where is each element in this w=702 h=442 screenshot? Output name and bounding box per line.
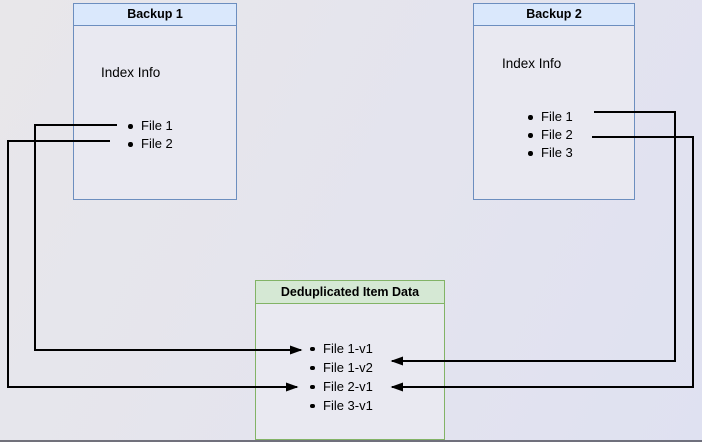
bullet-icon xyxy=(310,384,315,389)
bullet-icon xyxy=(528,133,533,138)
list-item-label: File 1-v1 xyxy=(323,341,373,356)
list-item: File 2 xyxy=(474,126,634,144)
bullet-icon xyxy=(528,151,533,156)
list-item-label: File 2 xyxy=(141,136,173,151)
node-dedup-title: Deduplicated Item Data xyxy=(256,281,444,304)
list-item: File 3 xyxy=(474,144,634,162)
node-deduplicated-item-data: Deduplicated Item Data File 1-v1 File 1-… xyxy=(255,280,445,440)
bullet-icon xyxy=(310,365,315,370)
node-backup-2-title: Backup 2 xyxy=(474,4,634,26)
node-backup-2-subtitle: Index Info xyxy=(502,56,562,71)
list-item: File 2 xyxy=(74,135,236,153)
backup-1-file-list: File 1 File 2 xyxy=(74,117,236,153)
bullet-icon xyxy=(310,403,315,408)
node-backup-1-subtitle: Index Info xyxy=(101,65,161,80)
bullet-icon xyxy=(128,124,133,129)
list-item: File 1-v2 xyxy=(256,358,444,377)
bullet-icon xyxy=(310,346,315,351)
list-item: File 1 xyxy=(74,117,236,135)
list-item-label: File 1 xyxy=(141,118,173,133)
node-backup-1-title: Backup 1 xyxy=(74,4,236,26)
list-item: File 1 xyxy=(474,108,634,126)
node-backup-2: Backup 2 Index Info File 1 File 2 File 3 xyxy=(473,3,635,200)
list-item: File 1-v1 xyxy=(256,339,444,358)
list-item: File 2-v1 xyxy=(256,377,444,396)
list-item-label: File 3-v1 xyxy=(323,398,373,413)
list-item-label: File 3 xyxy=(541,145,573,160)
bullet-icon xyxy=(128,142,133,147)
bullet-icon xyxy=(528,115,533,120)
list-item: File 3-v1 xyxy=(256,396,444,415)
list-item-label: File 1-v2 xyxy=(323,360,373,375)
dedup-file-list: File 1-v1 File 1-v2 File 2-v1 File 3-v1 xyxy=(256,339,444,415)
list-item-label: File 1 xyxy=(541,109,573,124)
list-item-label: File 2-v1 xyxy=(323,379,373,394)
screenshot-bottom-edge xyxy=(0,440,702,442)
backup-2-file-list: File 1 File 2 File 3 xyxy=(474,108,634,162)
node-backup-1: Backup 1 Index Info File 1 File 2 xyxy=(73,3,237,200)
list-item-label: File 2 xyxy=(541,127,573,142)
